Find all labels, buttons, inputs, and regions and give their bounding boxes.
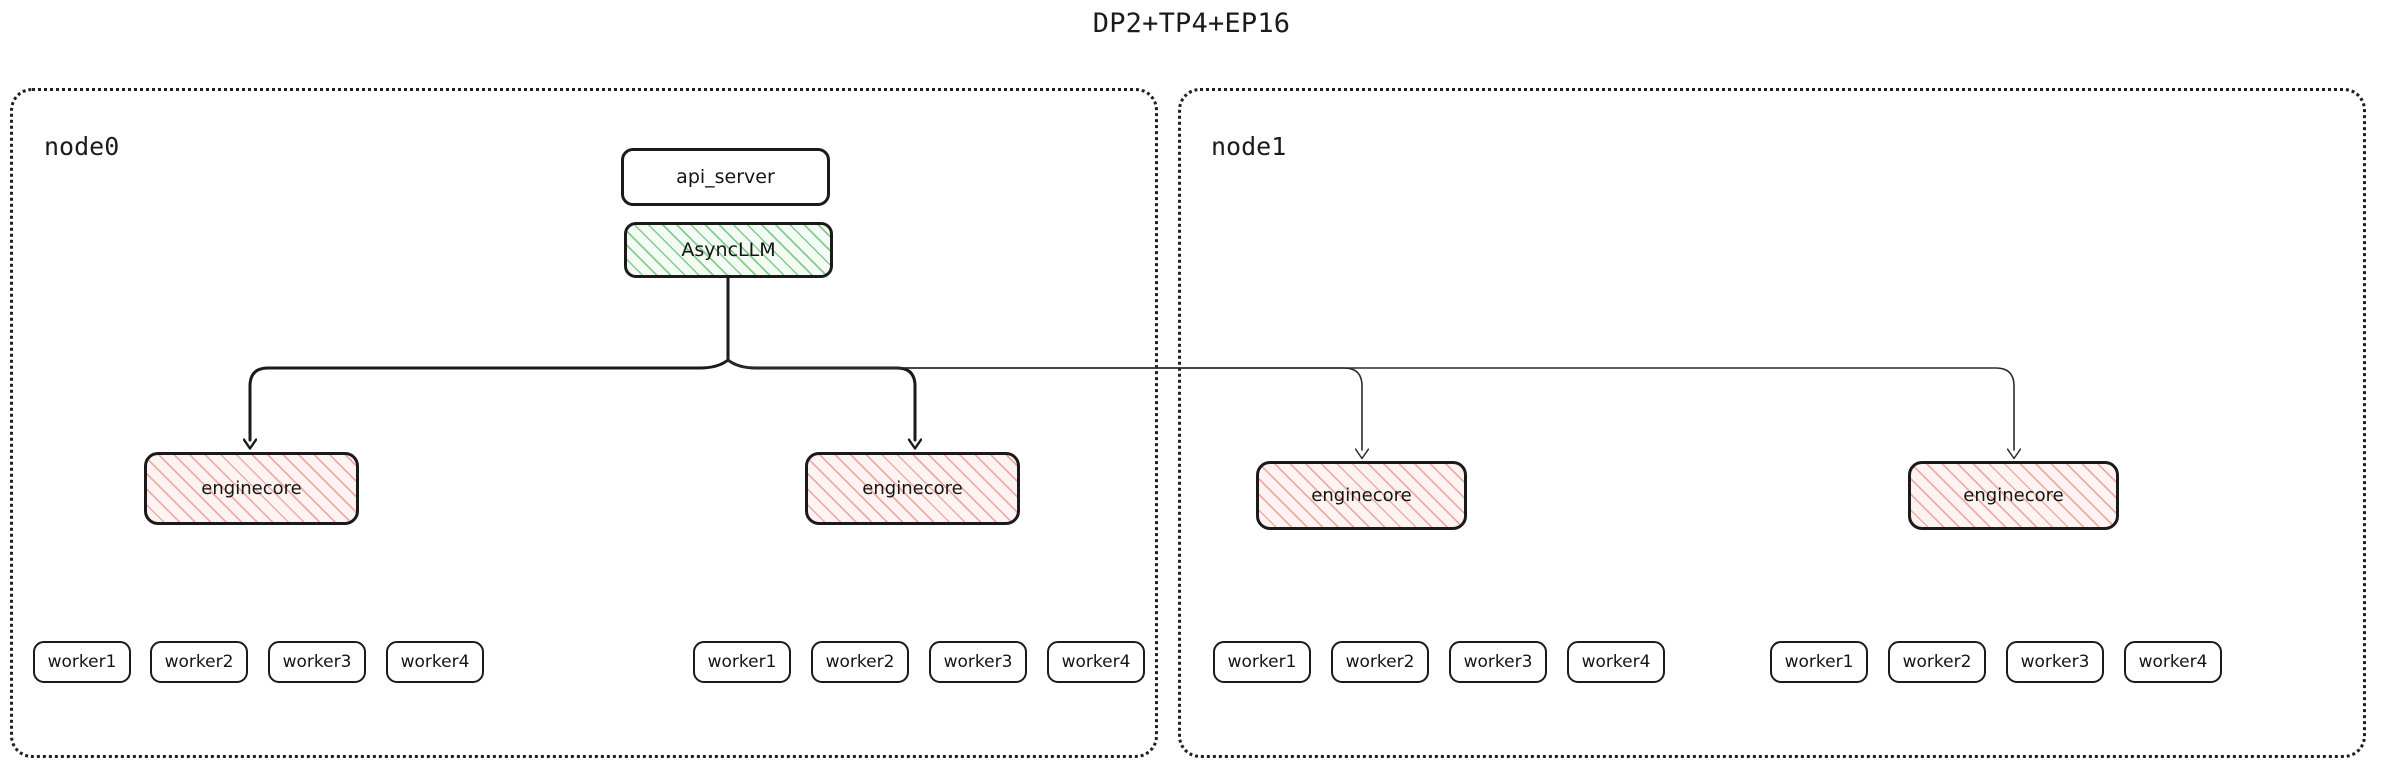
api-server-box[interactable]: api_server: [621, 148, 830, 206]
worker-box-node1-g1-w0[interactable]: worker1: [1770, 641, 1868, 683]
worker-label: worker2: [164, 651, 234, 672]
worker-label: worker1: [1227, 651, 1297, 672]
worker-box-node0-g0-w2[interactable]: worker3: [268, 641, 366, 683]
enginecore-label: enginecore: [1311, 484, 1412, 506]
api-server-label: api_server: [676, 165, 775, 188]
worker-box-node0-g0-w3[interactable]: worker4: [386, 641, 484, 683]
worker-box-node0-g1-w1[interactable]: worker2: [811, 641, 909, 683]
enginecore-label: enginecore: [1963, 484, 2064, 506]
worker-box-node1-g0-w3[interactable]: worker4: [1567, 641, 1665, 683]
worker-label: worker1: [47, 651, 117, 672]
worker-box-node1-g1-w2[interactable]: worker3: [2006, 641, 2104, 683]
worker-label: worker3: [943, 651, 1013, 672]
page-title: DP2+TP4+EP16: [1092, 8, 1291, 39]
async-llm-box[interactable]: AsyncLLM: [624, 222, 833, 278]
worker-box-node0-g1-w2[interactable]: worker3: [929, 641, 1027, 683]
enginecore-label: enginecore: [201, 477, 302, 499]
worker-label: worker2: [825, 651, 895, 672]
enginecore-box-node0-0[interactable]: enginecore: [144, 452, 359, 525]
worker-label: worker1: [1784, 651, 1854, 672]
worker-box-node0-g0-w0[interactable]: worker1: [33, 641, 131, 683]
worker-box-node0-g0-w1[interactable]: worker2: [150, 641, 248, 683]
worker-box-node0-g1-w3[interactable]: worker4: [1047, 641, 1145, 683]
enginecore-box-node0-1[interactable]: enginecore: [805, 452, 1020, 525]
worker-label: worker2: [1902, 651, 1972, 672]
worker-box-node1-g1-w3[interactable]: worker4: [2124, 641, 2222, 683]
node-label-node0: node0: [44, 132, 120, 161]
async-llm-label: AsyncLLM: [681, 238, 776, 261]
worker-box-node1-g0-w2[interactable]: worker3: [1449, 641, 1547, 683]
worker-label: worker3: [1463, 651, 1533, 672]
enginecore-box-node1-1[interactable]: enginecore: [1908, 461, 2119, 530]
node-label-node1: node1: [1211, 132, 1287, 161]
worker-label: worker4: [2138, 651, 2208, 672]
enginecore-label: enginecore: [862, 477, 963, 499]
worker-label: worker4: [1581, 651, 1651, 672]
worker-label: worker1: [707, 651, 777, 672]
worker-label: worker4: [1061, 651, 1131, 672]
worker-box-node0-g1-w0[interactable]: worker1: [693, 641, 791, 683]
enginecore-box-node1-0[interactable]: enginecore: [1256, 461, 1467, 530]
worker-label: worker4: [400, 651, 470, 672]
worker-label: worker3: [2020, 651, 2090, 672]
worker-label: worker2: [1345, 651, 1415, 672]
worker-box-node1-g0-w0[interactable]: worker1: [1213, 641, 1311, 683]
worker-box-node1-g1-w1[interactable]: worker2: [1888, 641, 1986, 683]
worker-label: worker3: [282, 651, 352, 672]
worker-box-node1-g0-w1[interactable]: worker2: [1331, 641, 1429, 683]
